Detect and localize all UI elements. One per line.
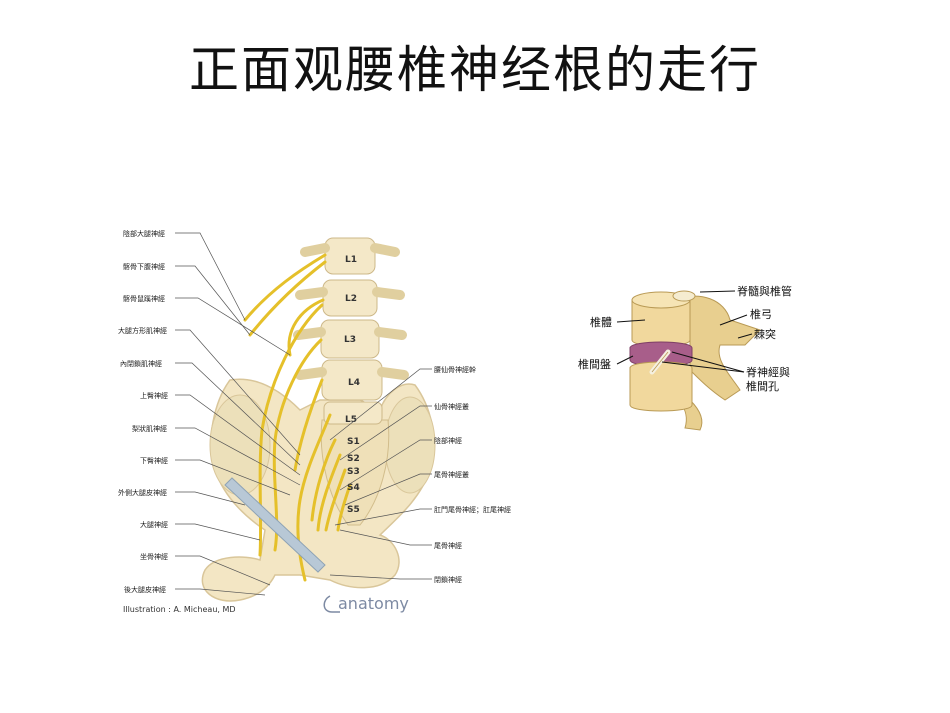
lumbosacral-plexus-figure: L1 L2 L3 L4 L5 S1 S2 S3 S4 S5 陰部大腿神經 髂骨下… [118,229,511,614]
vertebra-detail-figure: 脊髓與椎管 椎弓 棘突 椎體 椎間盤 脊神經與 椎間孔 [578,284,792,431]
inguinal-ligament [224,477,326,573]
left-label: 髂骨下腹神經 [123,262,165,271]
left-label: 大腿神經 [140,520,168,529]
vertebra-label-s5: S5 [347,505,360,515]
left-label: 大腿方形肌神經 [118,326,167,335]
left-leader-lines [175,232,301,596]
label-vertebral-arch: 椎弓 [750,307,772,321]
right-label: 仙骨神經叢 [434,402,469,411]
label-intervertebral-disc: 椎間盤 [578,357,611,371]
vertebra-label-l5: L5 [345,415,357,425]
svg-text:anatomy: anatomy [338,594,409,613]
vertebra-label-s3: S3 [347,467,360,477]
left-labels: 陰部大腿神經 髂骨下腹神經 髂骨鼠蹊神經 大腿方形肌神經 內閉鎖肌神經 上臀神經… [118,229,168,594]
label-spinous-process: 棘突 [754,327,776,341]
label-spinal-nerve: 脊神經與 [746,365,790,379]
right-labels: 腰仙骨神經幹 仙骨神經叢 陰部神經 尾骨神經叢 肛門尾骨神經；肛尾神經 尾骨神經… [434,365,511,584]
vertebra-label-l2: L2 [345,294,357,304]
right-label: 尾骨神經叢 [434,470,469,479]
vertebra-label-s1: S1 [347,437,360,447]
vertebra-label-s4: S4 [347,483,360,493]
left-label: 坐骨神經 [140,552,168,561]
label-spinal-canal: 脊髓與椎管 [737,284,792,298]
label-vertebral-body: 椎體 [590,315,612,329]
right-leader-lines [329,368,432,580]
e-anatomy-logo: anatomy [323,594,409,613]
right-label: 尾骨神經 [434,541,462,550]
vertebra-label-s2: S2 [347,454,360,464]
slide-title: 正面观腰椎神经根的走行 [189,41,761,99]
left-label: 外側大腿皮神經 [118,488,167,497]
left-label: 下臀神經 [140,456,168,465]
left-label: 陰部大腿神經 [123,229,165,238]
right-label: 腰仙骨神經幹 [434,365,476,374]
right-label: 肛門尾骨神經；肛尾神經 [434,505,511,514]
label-intervertebral-foramen: 椎間孔 [746,379,779,393]
lumbar-vertebrae [293,237,409,425]
left-label: 後大腿皮神經 [124,585,166,594]
vertebra-label-l1: L1 [345,255,357,265]
right-label: 陰部神經 [434,436,462,445]
vertebra-leader-lines [616,290,753,373]
right-label: 閉鎖神經 [434,575,462,584]
sacrum [320,419,390,526]
vertebra-label-l3: L3 [344,335,356,345]
left-label: 梨狀肌神經 [132,424,167,433]
vertebra-label-l4: L4 [348,378,360,388]
left-label: 內閉鎖肌神經 [120,359,162,368]
left-label: 髂骨鼠蹊神經 [123,294,165,303]
left-label: 上臀神經 [140,391,168,400]
illustration-credit: Illustration : A. Micheau, MD [123,605,236,614]
